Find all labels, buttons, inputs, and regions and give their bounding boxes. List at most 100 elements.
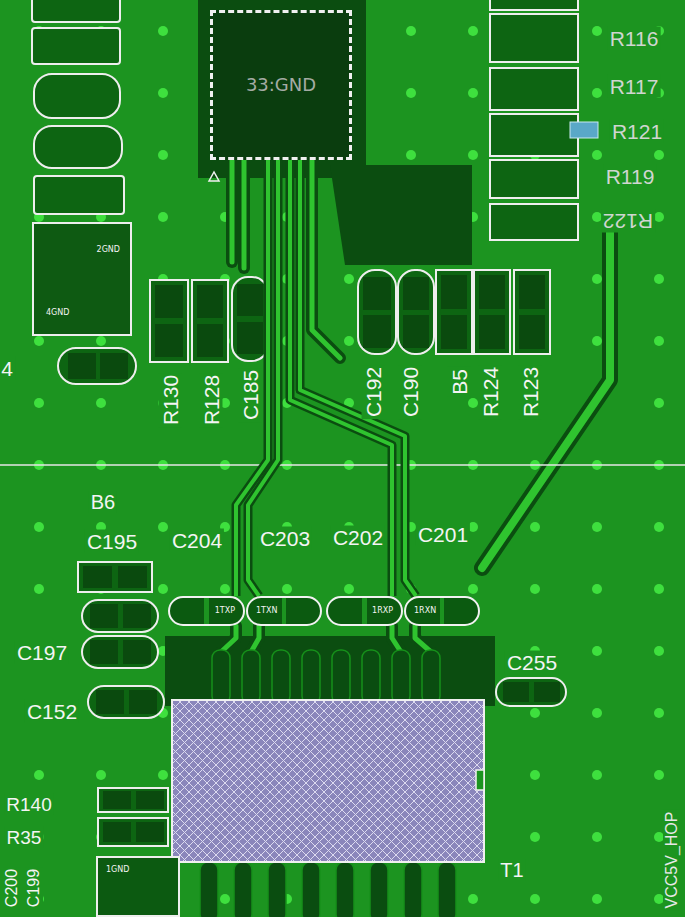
transformer-notch bbox=[476, 770, 484, 790]
smd-pad bbox=[136, 822, 164, 842]
pad-label: 1RXN bbox=[414, 607, 436, 616]
capacitor-footprint bbox=[88, 686, 164, 718]
pin1-marker bbox=[209, 172, 219, 181]
pad-label: 2GND bbox=[97, 246, 120, 255]
trace-clearance bbox=[221, 626, 236, 652]
part-designator: R121 bbox=[610, 120, 664, 143]
smd-pad bbox=[129, 690, 157, 714]
clearance-area bbox=[165, 0, 495, 706]
smd-pad bbox=[519, 275, 545, 309]
clearance-area bbox=[198, 0, 366, 178]
smd-pad bbox=[441, 315, 467, 349]
capacitor-footprint bbox=[82, 636, 158, 668]
trace-clearance bbox=[415, 626, 431, 652]
smd-pad bbox=[363, 315, 391, 348]
pad-outline bbox=[32, 28, 120, 64]
clearance-area bbox=[165, 636, 495, 706]
transformer-pin bbox=[422, 650, 440, 704]
capacitor-footprint: 1RXN bbox=[404, 596, 480, 626]
part-designator: C255 bbox=[505, 651, 559, 674]
trace-clearance bbox=[392, 626, 401, 652]
capacitor-footprint bbox=[58, 348, 136, 384]
transformer-pin bbox=[404, 862, 422, 917]
part-designator: C185 bbox=[239, 368, 262, 422]
component-footprint: 2GND4GND bbox=[32, 222, 132, 336]
capacitor-footprint: 1RXP bbox=[326, 596, 403, 626]
part-designator: C203 bbox=[258, 527, 312, 550]
smd-pad bbox=[96, 690, 124, 714]
part-designator: C190 bbox=[399, 365, 422, 419]
pad-label: 1RXP bbox=[372, 607, 393, 616]
pcb-trace bbox=[312, 160, 340, 358]
smd-pad bbox=[123, 604, 151, 628]
smd-pad bbox=[103, 822, 131, 842]
pcb-trace bbox=[230, 160, 235, 262]
component-footprint: 1GND bbox=[96, 856, 180, 917]
smd-pad bbox=[479, 275, 505, 309]
resistor-footprint bbox=[192, 280, 228, 362]
smd-pad bbox=[155, 324, 183, 357]
trace-clearance bbox=[312, 160, 340, 358]
clearance-area bbox=[330, 165, 472, 265]
transformer-pin bbox=[302, 862, 320, 917]
smd-pad bbox=[90, 640, 118, 664]
pad-outline bbox=[490, 204, 578, 240]
trace-clearance-group bbox=[236, 160, 416, 596]
transformer-pin bbox=[212, 650, 230, 704]
pad-outline bbox=[490, 68, 578, 110]
part-designator: B6 bbox=[89, 491, 117, 513]
capacitor-footprint bbox=[78, 562, 152, 592]
pad-outline bbox=[490, 114, 578, 156]
transformer-pin bbox=[234, 862, 252, 917]
part-designator: R116 bbox=[608, 27, 661, 50]
smd-pad bbox=[90, 604, 118, 628]
smd-pad bbox=[197, 285, 223, 318]
smd-pad bbox=[100, 353, 128, 379]
capacitor-footprint bbox=[232, 277, 268, 361]
smd-pad bbox=[136, 791, 164, 809]
smd-pad bbox=[237, 322, 263, 354]
smd-pad bbox=[519, 315, 545, 349]
part-designator: C204 bbox=[170, 529, 224, 552]
marker-box bbox=[570, 122, 598, 138]
pad-label: 33:GND bbox=[246, 75, 316, 95]
pad-outline bbox=[490, 160, 578, 198]
trace-group bbox=[221, 160, 610, 652]
part-designator: C201 bbox=[416, 523, 470, 546]
smd-pad bbox=[403, 277, 429, 310]
transformer-pin bbox=[268, 862, 286, 917]
capacitor-footprint bbox=[496, 678, 566, 706]
smd-pad bbox=[363, 277, 391, 310]
part-designator: R130 bbox=[159, 373, 182, 427]
pcb-trace bbox=[251, 626, 259, 652]
part-designator: R140 bbox=[4, 794, 53, 815]
transformer-pin bbox=[362, 650, 380, 704]
part-designator: 4 bbox=[0, 357, 15, 380]
trace-clearance bbox=[238, 160, 250, 268]
part-designator: R124 bbox=[479, 365, 502, 419]
transformer-pin bbox=[302, 650, 320, 704]
transformer-pin bbox=[438, 862, 456, 917]
smd-pad bbox=[403, 315, 429, 348]
part-designator: VCC5V_HOP bbox=[663, 810, 681, 911]
smd-pad bbox=[479, 315, 505, 349]
trace-clearance bbox=[226, 160, 238, 262]
transformer-pin bbox=[336, 862, 354, 917]
pcb-trace bbox=[415, 626, 431, 652]
ic-footprint: 33:GND bbox=[210, 10, 352, 160]
smd-pad bbox=[118, 566, 147, 588]
pad-outline bbox=[490, 14, 578, 62]
smd-pad bbox=[197, 324, 223, 357]
part-designator: C195 bbox=[85, 530, 139, 553]
transformer-pin bbox=[332, 650, 350, 704]
smd-pad bbox=[103, 791, 131, 809]
pcb-trace bbox=[221, 626, 236, 652]
capacitor-footprint bbox=[358, 270, 396, 354]
part-designator: C202 bbox=[331, 526, 385, 549]
part-designator: C152 bbox=[25, 700, 79, 723]
resistor-footprint bbox=[514, 270, 550, 354]
transformer-pin bbox=[200, 862, 218, 917]
pad-outline bbox=[34, 176, 124, 214]
trace-clearance bbox=[251, 626, 259, 652]
